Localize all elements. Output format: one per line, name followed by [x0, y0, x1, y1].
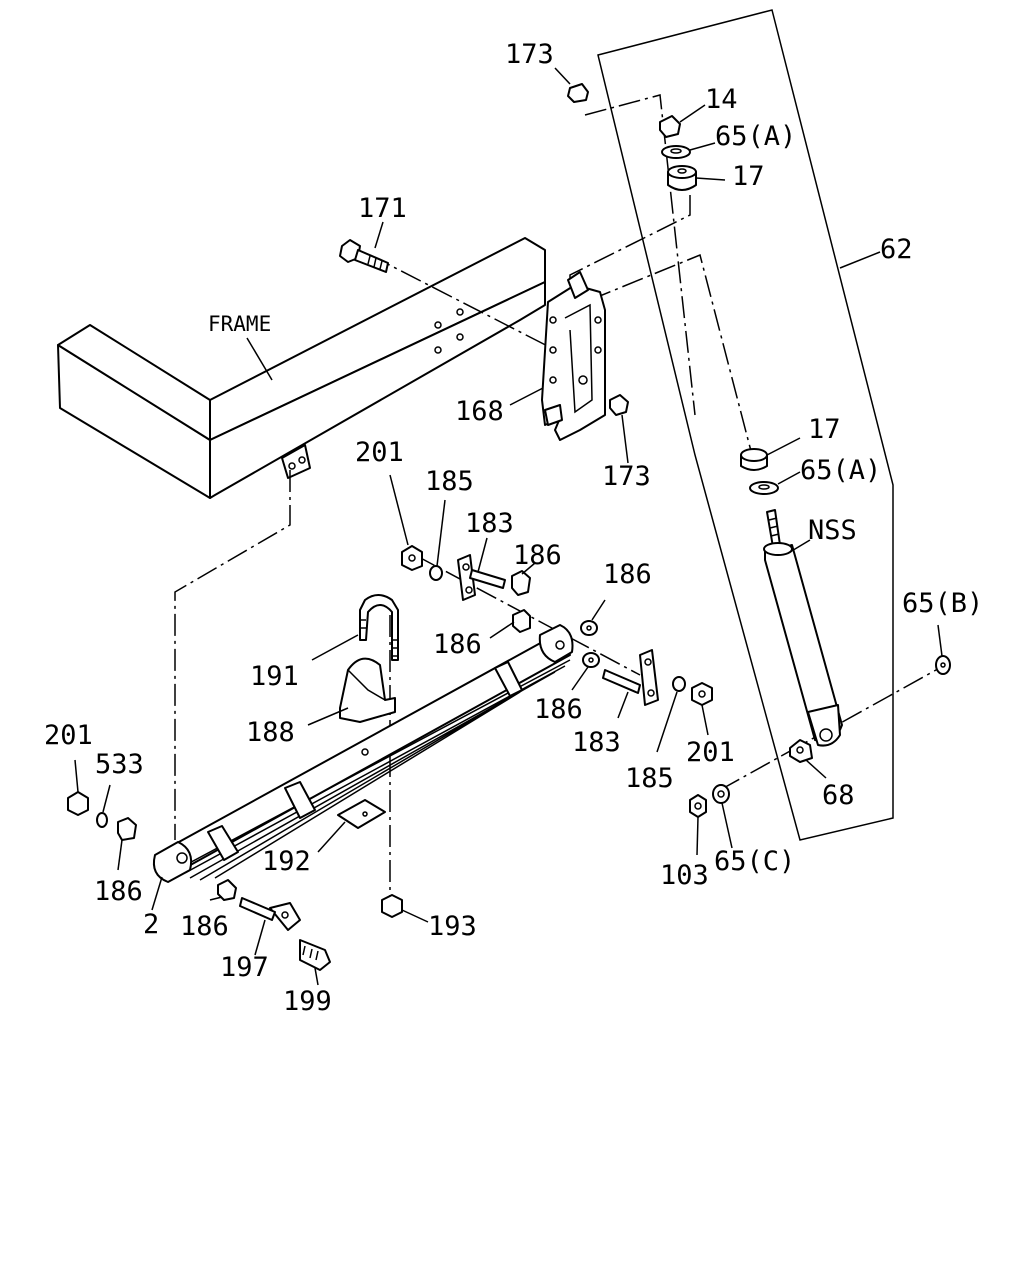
label-68: 68 — [822, 780, 855, 811]
washer-65b — [935, 655, 951, 675]
nut-14 — [659, 115, 681, 138]
label-173-top: 173 — [505, 39, 554, 70]
label-186-upper-b: 186 — [433, 629, 482, 660]
label-185-lower: 185 — [625, 763, 674, 794]
bushing-186-right-top — [580, 620, 598, 636]
washer-65a-top — [661, 145, 691, 159]
hanger-bracket-168 — [541, 271, 606, 441]
label-191: 191 — [250, 661, 299, 692]
label-103: 103 — [660, 860, 709, 891]
bushing-186-right-mid — [582, 652, 600, 668]
label-186-right-mid: 186 — [534, 694, 583, 725]
spring-seat-188 — [339, 657, 396, 723]
label-62: 62 — [880, 234, 913, 265]
lock-washer-185-upper — [429, 565, 443, 581]
label-188: 188 — [246, 717, 295, 748]
part-labels: 173 14 65(A) 17 171 62 FRAME 168 173 17 … — [44, 39, 983, 1017]
shock-absorber — [763, 509, 843, 747]
label-186-bottom: 186 — [180, 911, 229, 942]
pin-197 — [239, 897, 301, 931]
washer-65c — [712, 784, 730, 804]
shackle-pin-183-lower — [602, 649, 659, 706]
label-65c: 65(C) — [714, 846, 795, 877]
assembly-centerlines — [174, 94, 946, 905]
bushing-17-mid — [740, 448, 768, 471]
bushing-186-bottom — [217, 879, 237, 901]
label-201-right: 201 — [686, 737, 735, 768]
bolt-171 — [339, 239, 389, 273]
label-186-upper-a: 186 — [513, 540, 562, 571]
label-201-left: 201 — [44, 720, 93, 751]
label-186-left: 186 — [94, 876, 143, 907]
label-201-upper: 201 — [355, 437, 404, 468]
label-186-right-top: 186 — [603, 559, 652, 590]
u-bolt-191 — [359, 594, 399, 661]
label-173-mid: 173 — [602, 461, 651, 492]
label-171: 171 — [358, 193, 407, 224]
label-199: 199 — [283, 986, 332, 1017]
label-183-lower: 183 — [572, 727, 621, 758]
label-533: 533 — [95, 749, 144, 780]
spring-pad-192 — [337, 799, 386, 829]
label-14: 14 — [705, 84, 738, 115]
label-168: 168 — [455, 396, 504, 427]
bushing-68 — [789, 739, 813, 763]
label-192: 192 — [262, 846, 311, 877]
label-65b: 65(B) — [902, 588, 983, 619]
label-65a-top: 65(A) — [715, 121, 796, 152]
nut-173-mid — [609, 394, 629, 416]
bushing-186-upper-b — [512, 609, 531, 633]
nut-173-top — [567, 83, 589, 103]
label-frame: FRAME — [208, 312, 271, 336]
nut-103 — [689, 794, 707, 818]
washer-65a-mid — [749, 481, 779, 495]
label-17-top: 17 — [732, 161, 765, 192]
nut-201-left — [67, 791, 89, 816]
label-183-upper: 183 — [465, 508, 514, 539]
label-65a-mid: 65(A) — [800, 455, 881, 486]
nut-201-right — [691, 682, 713, 706]
frame-rail — [57, 237, 546, 499]
shackle-pin-183-upper — [457, 554, 506, 601]
lock-washer-185-lower — [672, 676, 686, 692]
leader-lines — [74, 67, 943, 986]
shock-assembly-62-outline — [597, 9, 894, 841]
nut-193 — [381, 894, 403, 918]
bushing-186-left — [117, 817, 137, 841]
bushing-17-top — [667, 165, 697, 191]
label-197: 197 — [220, 952, 269, 983]
bolt-199 — [299, 939, 331, 971]
lock-washer-533 — [96, 812, 108, 828]
label-185-upper: 185 — [425, 466, 474, 497]
label-17-mid: 17 — [808, 414, 841, 445]
label-193: 193 — [428, 911, 477, 942]
label-nss: NSS — [808, 515, 857, 546]
nut-201-upper — [401, 545, 423, 571]
leaf-spring-2 — [152, 624, 574, 883]
label-2: 2 — [143, 909, 159, 940]
bushing-186-upper-a — [511, 570, 531, 596]
